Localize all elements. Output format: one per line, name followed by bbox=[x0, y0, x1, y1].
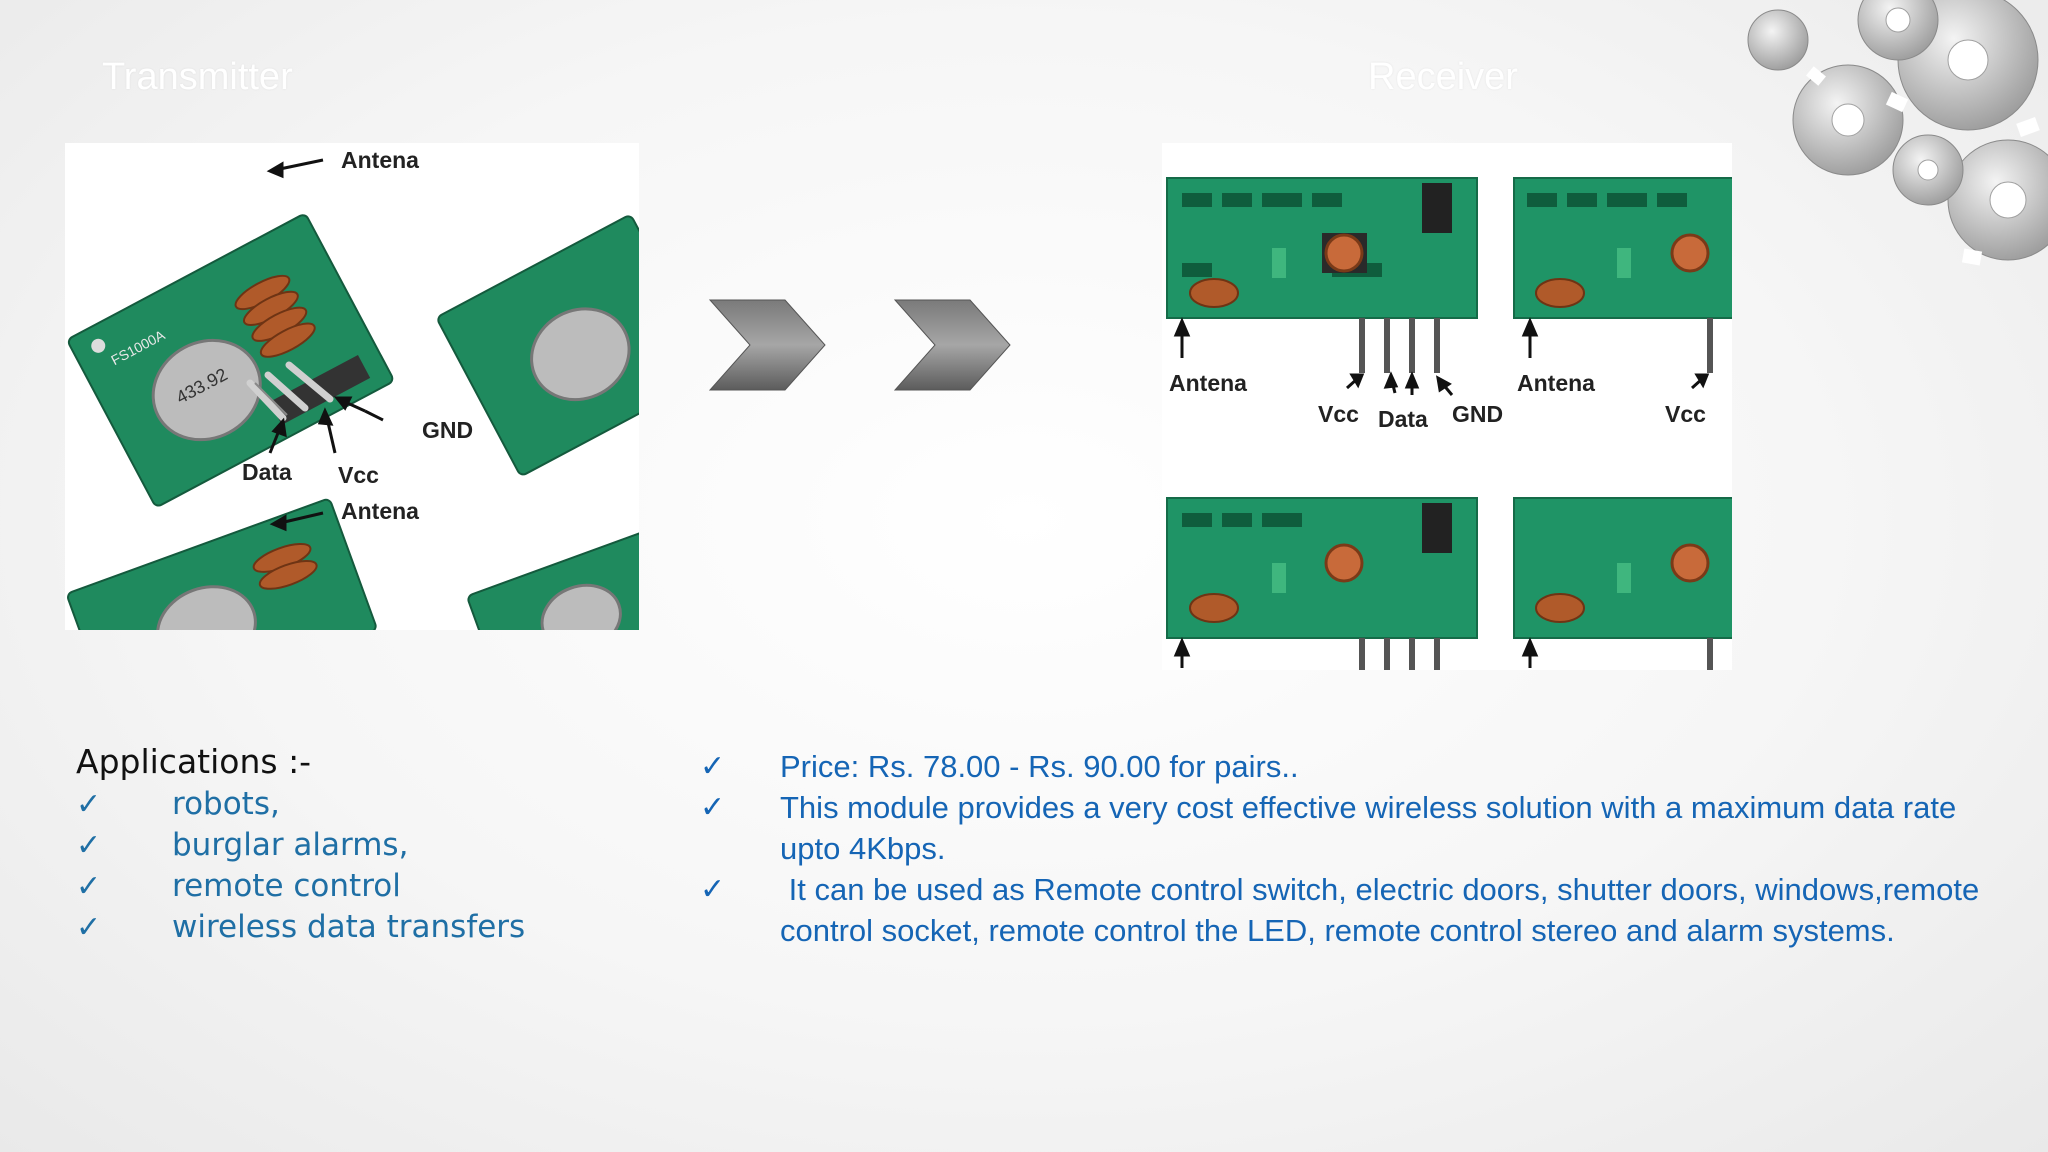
list-item: ✓ remote control bbox=[76, 866, 525, 907]
tx-gnd-label: GND bbox=[422, 417, 473, 443]
transmitter-module-image: 433.92 FS1000A bbox=[65, 143, 639, 630]
receiver-module-image: Antena Vcc Data GND Antena Vcc bbox=[1162, 143, 1732, 670]
list-item: ✓ wireless data transfers bbox=[76, 907, 525, 948]
list-item-text: robots, bbox=[172, 786, 280, 823]
rx-gnd-label: GND bbox=[1452, 401, 1503, 427]
applications-section: Applications :- ✓ robots, ✓ burglar alarms… bbox=[76, 742, 525, 948]
tx-vcc-label: Vcc bbox=[338, 462, 379, 488]
checkmark-icon: ✓ bbox=[76, 828, 102, 864]
list-item: ✓ Price: Rs. 78.00 - Rs. 90.00 for pairs.… bbox=[700, 746, 2000, 787]
applications-list: ✓ robots, ✓ burglar alarms, ✓ remote contro… bbox=[76, 784, 525, 948]
tx-antena-label: Antena bbox=[341, 147, 419, 173]
list-item-text: remote control bbox=[172, 868, 401, 905]
rx-antena-label: Antena bbox=[1169, 370, 1247, 396]
transmitter-title: Transmitter bbox=[102, 56, 293, 98]
list-item: ✓ It can be used as Remote control switc… bbox=[700, 869, 2000, 951]
list-item: ✓ robots, bbox=[76, 784, 525, 825]
rx-vcc-label: Vcc bbox=[1318, 401, 1359, 427]
list-item: ✓ burglar alarms, bbox=[76, 825, 525, 866]
price-text: Price: Rs. 78.00 - Rs. 90.00 for pairs.. bbox=[780, 749, 1299, 784]
specs-list: ✓ Price: Rs. 78.00 - Rs. 90.00 for pairs.… bbox=[700, 746, 2000, 951]
tx-antena-label-2: Antena bbox=[341, 498, 419, 524]
checkmark-icon: ✓ bbox=[76, 787, 102, 823]
list-item-text: burglar alarms, bbox=[172, 827, 409, 864]
applications-heading: Applications :- bbox=[76, 742, 312, 781]
gears-decoration bbox=[1747, 0, 2048, 266]
rx-vcc-label-2: Vcc bbox=[1665, 401, 1706, 427]
uses-text: It can be used as Remote control switch,… bbox=[780, 872, 1988, 948]
checkmark-icon: ✓ bbox=[76, 910, 102, 946]
checkmark-icon: ✓ bbox=[700, 750, 726, 783]
receiver-title: Receiver bbox=[1368, 56, 1518, 98]
list-item: ✓ This module provides a very cost effect… bbox=[700, 787, 2000, 869]
checkmark-icon: ✓ bbox=[700, 791, 726, 824]
chevron-arrows-icon bbox=[708, 299, 1011, 391]
rx-data-label: Data bbox=[1378, 406, 1428, 432]
checkmark-icon: ✓ bbox=[76, 869, 102, 905]
tx-data-label: Data bbox=[242, 459, 292, 485]
rx-antena-label-2: Antena bbox=[1517, 370, 1595, 396]
list-item-text: wireless data transfers bbox=[172, 909, 526, 946]
data-rate-text: This module provides a very cost effecti… bbox=[780, 790, 1957, 866]
checkmark-icon: ✓ bbox=[700, 873, 726, 906]
